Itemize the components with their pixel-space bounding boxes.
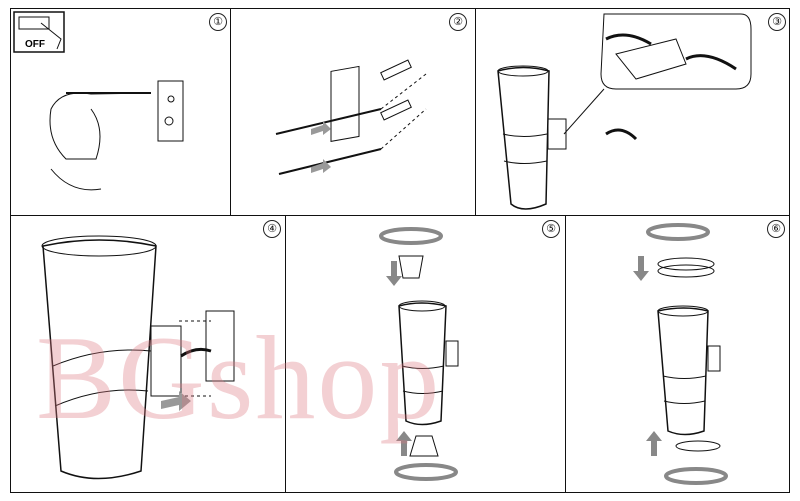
step-3-panel: ③ <box>475 8 790 216</box>
wall-plug-icon <box>380 59 412 81</box>
up-arrow-icon <box>396 431 412 456</box>
cable-icon <box>605 128 638 141</box>
drill-and-screws-illustration <box>275 59 427 175</box>
glass-cover-icon <box>657 257 715 271</box>
wall-plug-icon <box>380 99 412 121</box>
ring-cover-icon <box>675 440 721 452</box>
down-arrow-icon <box>633 256 649 281</box>
power-switch-icon <box>13 11 65 53</box>
down-arrow-icon <box>386 261 402 286</box>
direction-arrow-icon <box>161 391 191 411</box>
off-label: OFF <box>25 39 45 50</box>
lamp-body-icon <box>398 302 447 426</box>
step-4-panel: ④ <box>10 215 286 493</box>
rotate-arrow-icon <box>664 467 728 485</box>
step-number-6: ⑥ <box>767 220 785 238</box>
rotate-arrow-icon <box>394 463 458 481</box>
terminal-block-icon <box>615 38 687 80</box>
step-number-1: ① <box>209 13 227 31</box>
gu10-bulb-icon <box>409 435 439 457</box>
mount-lamp-illustration <box>41 235 235 480</box>
rotate-arrow-icon <box>379 227 443 245</box>
lamp-body-icon <box>42 239 157 480</box>
hand-with-pencil-icon <box>49 92 152 160</box>
step-number-3: ③ <box>768 13 786 31</box>
step-6-panel: ⑥ <box>565 215 790 493</box>
wall-bracket-icon <box>205 310 235 382</box>
step-number-4: ④ <box>263 220 281 238</box>
cover-install-illustration <box>633 223 728 485</box>
screw-icon <box>275 108 382 135</box>
step-2-panel: ② <box>230 8 476 216</box>
bulb-install-illustration <box>379 227 459 481</box>
step-1-panel: ① OFF <box>10 8 231 216</box>
gu10-bulb-icon <box>398 255 424 279</box>
lamp-body-icon <box>497 66 550 210</box>
mark-wall-illustration <box>13 11 184 191</box>
lamp-body-icon <box>657 307 709 436</box>
screw-icon <box>278 148 382 175</box>
terminal-block-callout <box>600 13 752 90</box>
rotate-arrow-icon <box>646 223 710 241</box>
step-5-panel: ⑤ <box>285 215 566 493</box>
wall-bracket-icon <box>157 80 184 142</box>
step-number-5: ⑤ <box>542 220 560 238</box>
wiring-illustration <box>497 13 752 210</box>
step-number-2: ② <box>449 13 467 31</box>
up-arrow-icon <box>646 431 662 456</box>
